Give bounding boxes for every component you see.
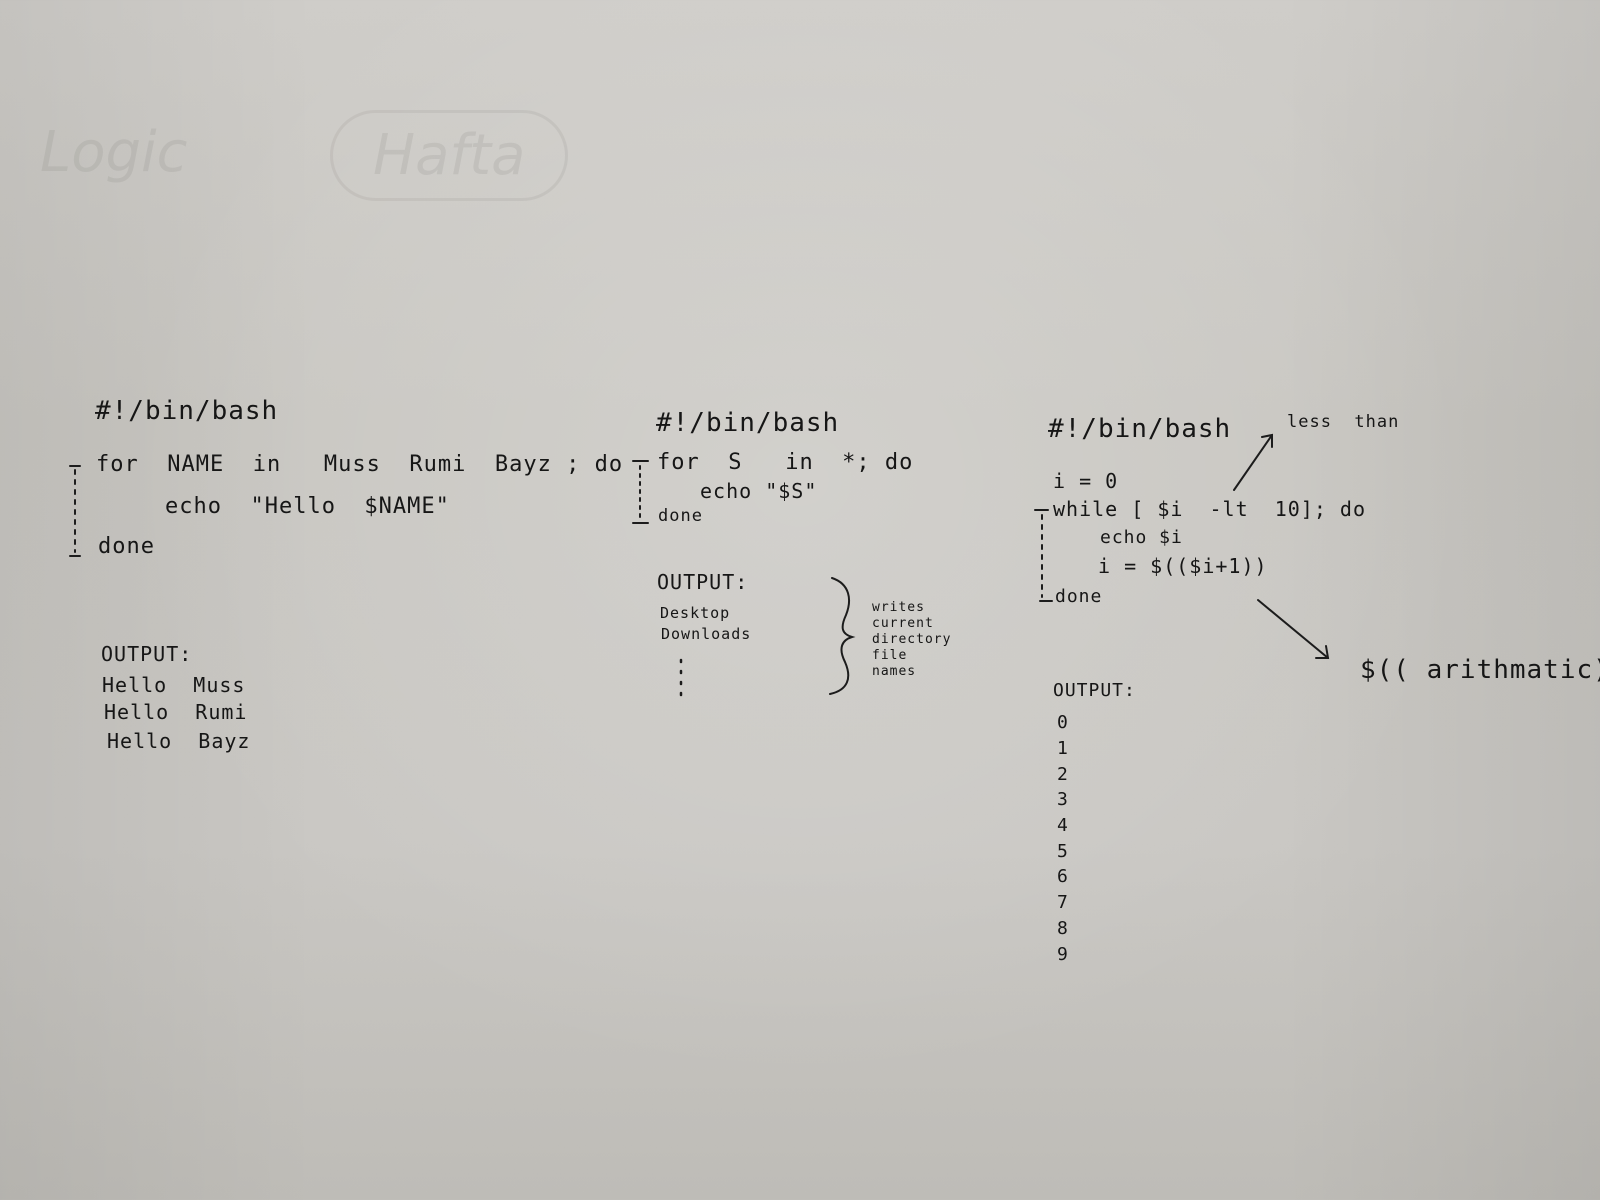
erased-ghost-boxed-writing: Hafta (330, 110, 569, 201)
done-line: done (98, 534, 155, 559)
annotation-less-than: less than (1287, 412, 1400, 432)
output-digit: 5 (1057, 841, 1069, 862)
init-line: i = 0 (1053, 469, 1119, 493)
shebang-line: #!/bin/bash (95, 396, 279, 426)
shebang-line: #!/bin/bash (656, 408, 840, 438)
output-digit: 1 (1057, 738, 1069, 759)
output-digit: 0 (1057, 712, 1069, 733)
output-line: Hello Muss (102, 673, 246, 697)
output-label: OUTPUT: (101, 642, 193, 666)
output-digit: 3 (1057, 789, 1069, 810)
output-label: OUTPUT: (657, 570, 749, 594)
output-digit: 4 (1057, 815, 1069, 836)
output-label: OUTPUT: (1053, 680, 1136, 701)
output-digit: 6 (1057, 866, 1069, 887)
output-line: Desktop (660, 604, 731, 622)
echo-line: echo "Hello $NAME" (165, 494, 450, 519)
output-digit: 8 (1057, 918, 1069, 939)
shebang-line: #!/bin/bash (1048, 414, 1232, 444)
brace-note: writes current directory file names (872, 600, 952, 679)
for-loop-line: for NAME in Muss Rumi Bayz ; do (96, 452, 624, 477)
loop-bracket (1034, 509, 1053, 602)
erased-ghost-writing: Logic (40, 120, 188, 185)
output-line: Downloads (661, 625, 752, 643)
curly-brace (829, 577, 856, 695)
output-line: Hello Rumi (104, 700, 248, 724)
done-line: done (1055, 586, 1103, 607)
echo-line: echo $i (1100, 527, 1183, 548)
annotation-arithmetic: $(( arithmatic)) (1360, 655, 1600, 685)
output-line: Hello Bayz (107, 729, 251, 753)
arrow-to-less-than (1233, 433, 1273, 491)
output-digit: 7 (1057, 892, 1069, 913)
echo-line: echo "$S" (700, 479, 818, 503)
loop-bracket (632, 460, 649, 524)
output-digit: 2 (1057, 764, 1069, 785)
for-loop-line: for S in *; do (657, 450, 914, 475)
increment-line: i = $(($i+1)) (1098, 554, 1268, 578)
output-digit: 9 (1057, 944, 1069, 965)
arrow-to-arithmetic (1257, 599, 1330, 659)
loop-bracket (69, 465, 81, 557)
done-line: done (658, 506, 703, 526)
while-line: while [ $i -lt 10]; do (1053, 497, 1366, 521)
